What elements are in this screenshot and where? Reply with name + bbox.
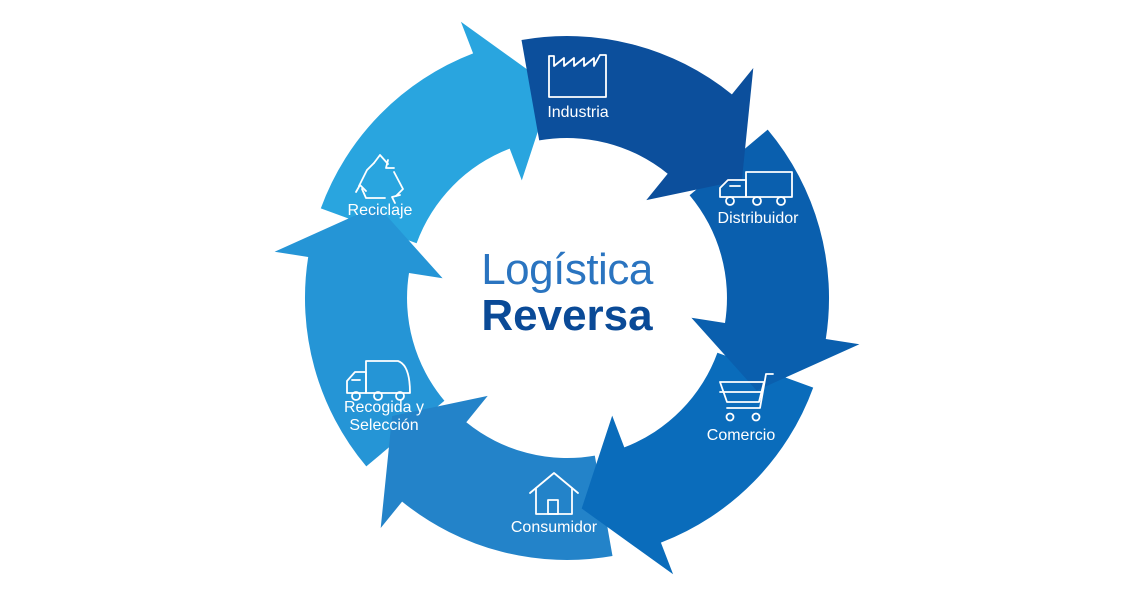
stage-label-distribuidor: Distribuidor xyxy=(718,210,800,227)
recycle-icon xyxy=(355,154,404,204)
garbage-truck-icon xyxy=(346,360,411,401)
arrow-segment-industria xyxy=(521,36,754,201)
title-line1: Logística xyxy=(481,245,654,294)
stage-label-reciclaje: Reciclaje xyxy=(348,202,413,219)
arrow-segment-distribuidor xyxy=(689,129,860,391)
shopping-cart-icon xyxy=(719,373,774,422)
title-line2: Reversa xyxy=(481,291,653,340)
house-icon xyxy=(529,472,579,515)
factory-icon xyxy=(548,54,607,98)
stage-label-recogida-line1: Recogida y xyxy=(344,399,424,416)
arrow-segment-consumidor xyxy=(380,395,613,560)
arrow-segment-reciclaje xyxy=(320,21,553,244)
stage-label-comercio: Comercio xyxy=(707,427,776,444)
arrow-segment-recogida xyxy=(274,205,445,467)
stage-label-consumidor: Consumidor xyxy=(511,519,598,536)
arrow-segment-comercio xyxy=(581,352,814,575)
stage-label-industria: Industria xyxy=(547,104,608,121)
delivery-truck-icon xyxy=(719,171,793,206)
stage-label-recogida-line2: Selección xyxy=(349,417,418,434)
